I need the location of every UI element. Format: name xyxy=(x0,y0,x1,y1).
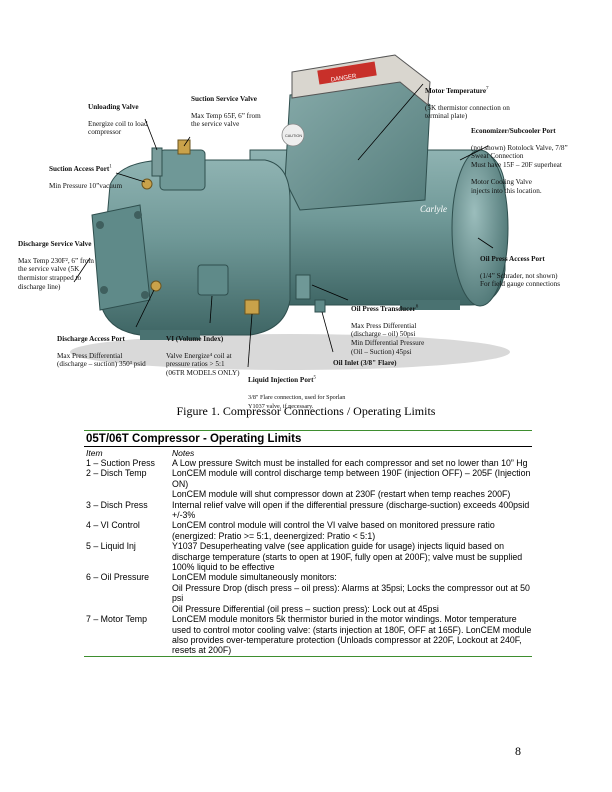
bolt xyxy=(96,221,104,229)
bolt xyxy=(141,291,149,299)
suction-stem xyxy=(177,139,191,155)
oil-press-transducer-body xyxy=(295,274,311,300)
mounting-foot xyxy=(140,330,200,340)
table-row: 2 – Disch Temp LonCEM module will contro… xyxy=(84,468,532,499)
leader-lines xyxy=(73,83,494,368)
row-note: LonCEM control module will control the V… xyxy=(172,520,495,541)
table-row: 4 – VI Control LonCEM control module wil… xyxy=(84,520,532,541)
callout-sup: 1 xyxy=(109,164,112,170)
bolt xyxy=(100,286,108,294)
callout-title: VI (Volume Index) xyxy=(166,334,224,343)
callout-title: Liquid Injection Port xyxy=(248,375,314,384)
callout-oil-press-access-port: Oil Press Access Port (1/4” Schrader, no… xyxy=(480,246,560,289)
callout-body: (1/4” Schrader, not shown) For field gau… xyxy=(480,271,561,289)
oil-inlet-fitting xyxy=(314,299,326,313)
callout-motor-temperature: Motor Temperature7 (5K thermistor connec… xyxy=(425,78,510,121)
callout-body: (5K thermistor connection on terminal pl… xyxy=(425,103,510,121)
row-note: Oil Pressure Differential (oil press – s… xyxy=(172,603,439,614)
callout-vi-valve: VI (Volume Index) Valve Energize⁴ coil a… xyxy=(166,326,240,378)
callout-body: 3/8" Flare connection, used for Sporlan … xyxy=(248,393,346,411)
vi-valve-body xyxy=(197,264,229,296)
operating-limits-table: 05T/06T Compressor - Operating Limits It… xyxy=(84,430,532,657)
danger-plate xyxy=(317,61,377,85)
compressor-figure: DANGER CAUTION Carlyle xyxy=(18,54,568,412)
callout-oil-inlet: Oil Inlet (3/8" Flare) xyxy=(333,350,397,367)
table-row: 5 – Liquid Inj Y1037 Desuperheating valv… xyxy=(84,541,532,572)
table-row: 1 – Suction Press A Low pressure Switch … xyxy=(84,458,532,468)
danger-label: DANGER xyxy=(331,74,358,84)
figure-caption: Figure 1. Compressor Connections / Opera… xyxy=(176,404,436,418)
top-rule xyxy=(84,430,532,431)
callout-discharge-service-valve: Discharge Service Valve Max Temp 230F², … xyxy=(18,231,94,291)
row-item: 3 – Disch Press xyxy=(86,499,148,510)
suction-access-fitting xyxy=(141,178,153,190)
callout-title: Unloading Valve xyxy=(88,102,139,111)
compressor-illustration: DANGER CAUTION Carlyle xyxy=(70,54,510,370)
callout-title: Oil Press Access Port xyxy=(480,254,545,263)
callout-sup: 6 xyxy=(415,304,419,310)
row-note: Internal relief valve will open if the d… xyxy=(172,499,530,521)
row-note: Y1037 Desuperheating valve (see applicat… xyxy=(172,541,523,573)
table-row: 7 – Motor Temp LonCEM module monitors 5k… xyxy=(84,614,532,656)
bottom-rule xyxy=(84,655,532,657)
callout-unloading-valve: Unloading Valve Energize coil to load co… xyxy=(88,94,148,137)
row-item: 1 – Suction Press xyxy=(86,458,155,468)
row-note: Oil Pressure Drop (disch press – oil pre… xyxy=(172,582,530,604)
callout-sup: 5 xyxy=(313,375,317,381)
callout-body: Max Press Differential (discharge – oil)… xyxy=(351,321,425,356)
table-title: 05T/06T Compressor - Operating Limits xyxy=(84,431,532,447)
callout-body: (not shown) Rotolock Valve, 7/8” Sweat C… xyxy=(471,143,568,195)
callout-title: Discharge Access Port xyxy=(57,334,125,343)
nameplate-text: Carlyle xyxy=(420,204,447,214)
discharge-access-fitting xyxy=(150,280,162,292)
header-notes: Notes xyxy=(172,448,195,458)
callout-title: Economizer/Subcooler Port xyxy=(471,126,556,135)
callout-sup: 7 xyxy=(486,86,489,92)
row-note: LonCEM module will control discharge tem… xyxy=(172,468,531,489)
caution-label: CAUTION xyxy=(285,134,302,138)
callout-body: Valve Energize⁴ coil at pressure ratios … xyxy=(166,351,240,377)
row-item: 2 – Disch Temp xyxy=(86,468,147,479)
terminal-box xyxy=(284,79,431,211)
callout-title: Oil Press Transducer xyxy=(351,304,416,313)
callout-body: Min Pressure 10”vacuum xyxy=(49,181,123,190)
row-note: LonCEM module simultaneously monitors: xyxy=(172,572,337,583)
callout-body: Max Temp 65F, 6” from the service valve xyxy=(191,111,261,129)
unloading-valve-stem xyxy=(151,147,163,177)
row-note: LonCEM module will shut compressor down … xyxy=(172,489,511,500)
callout-title: Oil Inlet (3/8" Flare) xyxy=(333,358,397,367)
suction-service-valve xyxy=(159,149,206,191)
bolt xyxy=(134,211,142,219)
header-item: Item xyxy=(86,448,103,458)
table-row: 6 – Oil Pressure LonCEM module simultane… xyxy=(84,572,532,614)
floor-shadow xyxy=(70,334,510,370)
callout-suction-service-valve: Suction Service Valve Max Temp 65F, 6” f… xyxy=(191,86,261,129)
callout-title: Discharge Service Valve xyxy=(18,239,92,248)
terminal-box-lid xyxy=(291,54,431,106)
callout-title: Motor Temperature xyxy=(425,86,487,95)
table-header: Item Notes xyxy=(84,448,532,458)
callout-discharge-access-port: Discharge Access Port Max Press Differen… xyxy=(57,326,146,369)
callout-title: Suction Service Valve xyxy=(191,94,257,103)
row-item: 7 – Motor Temp xyxy=(86,614,147,625)
callout-body: Energize coil to load compressor xyxy=(88,119,148,137)
row-item: 6 – Oil Pressure xyxy=(86,572,150,583)
table-row: 3 – Disch Press Internal relief valve wi… xyxy=(84,500,532,521)
page-number: 8 xyxy=(515,744,521,758)
callout-economizer-port: Economizer/Subcooler Port (not shown) Ro… xyxy=(471,118,568,195)
row-item: 5 – Liquid Inj xyxy=(86,541,136,552)
discharge-flange xyxy=(91,204,151,311)
callout-title: Suction Access Port xyxy=(49,164,110,173)
callout-suction-access-port: Suction Access Port1 Min Pressure 10”vac… xyxy=(49,156,122,190)
row-note: LonCEM module monitors 5k thermistor bur… xyxy=(172,614,532,656)
callout-oil-press-transducer: Oil Press Transducer6 Max Press Differen… xyxy=(351,296,424,356)
caution-decal xyxy=(281,123,305,147)
callout-body: Max Press Differential (discharge – suct… xyxy=(57,351,146,369)
row-item: 4 – VI Control xyxy=(86,520,140,531)
callout-body: Max Temp 230F², 6” from the service valv… xyxy=(18,256,94,291)
liquid-injection-fitting xyxy=(244,299,260,315)
callout-liquid-injection-port: Liquid Injection Port5 3/8" Flare connec… xyxy=(248,367,345,412)
mounting-foot xyxy=(400,300,460,310)
row-note: A Low pressure Switch must be installed … xyxy=(172,458,528,468)
